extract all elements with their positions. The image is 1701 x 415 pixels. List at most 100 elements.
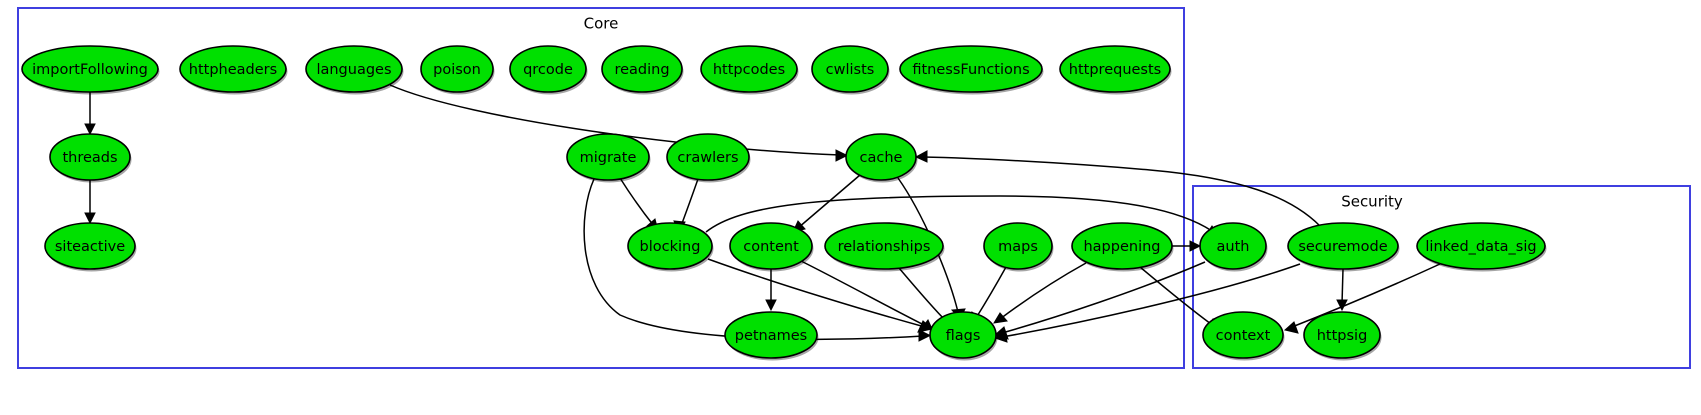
node-shape[interactable] — [44, 222, 136, 270]
edge-line — [389, 84, 841, 156]
edge-line — [1341, 268, 1344, 305]
edge-line — [680, 178, 699, 227]
arrowhead-icon — [919, 319, 933, 330]
edge-linked_data_sig-to-context — [1283, 263, 1441, 334]
arrowhead-icon — [84, 123, 96, 136]
node-shape[interactable] — [627, 222, 713, 270]
edge-line — [707, 258, 926, 328]
edge-line — [619, 177, 655, 227]
node-blocking[interactable]: blocking — [627, 222, 714, 272]
node-threads[interactable]: threads — [49, 133, 132, 183]
node-flags[interactable]: flags — [929, 311, 998, 361]
node-linked_data_sig[interactable]: linked_data_sig — [1416, 222, 1547, 272]
edge-securemode-to-httpsig — [1336, 268, 1348, 312]
edge-line — [800, 260, 927, 327]
edge-line — [999, 262, 1087, 320]
edge-happening-to-flags — [993, 262, 1087, 324]
node-shape[interactable] — [509, 45, 587, 93]
node-shape[interactable] — [929, 311, 997, 359]
edge-line — [797, 174, 861, 229]
node-migrate[interactable]: migrate — [566, 133, 651, 183]
nodes-layer: importFollowing httpheaders languages poiso… — [21, 45, 1547, 361]
node-shape[interactable] — [824, 222, 944, 270]
edge-importFollowing-to-threads — [84, 92, 96, 136]
node-shape[interactable] — [49, 133, 131, 181]
edge-line — [898, 267, 947, 322]
node-qrcode[interactable]: qrcode — [509, 45, 588, 95]
node-shape[interactable] — [845, 133, 917, 181]
node-shape[interactable] — [729, 222, 813, 270]
node-shape[interactable] — [21, 45, 159, 93]
edge-threads-to-siteactive — [84, 180, 96, 225]
node-httpcodes[interactable]: httpcodes — [700, 45, 799, 95]
cluster-core: Core — [17, 7, 1185, 369]
node-happening[interactable]: happening — [1071, 222, 1174, 272]
arrowhead-icon — [918, 329, 932, 342]
node-shape[interactable] — [1202, 311, 1284, 359]
node-httpheaders[interactable]: httpheaders — [179, 45, 288, 95]
node-crawlers[interactable]: crawlers — [666, 133, 751, 183]
node-context[interactable]: context — [1202, 311, 1285, 361]
node-shape[interactable] — [179, 45, 287, 93]
node-auth[interactable]: auth — [1199, 222, 1268, 272]
node-shape[interactable] — [700, 45, 798, 93]
edge-line — [583, 178, 924, 341]
node-shape[interactable] — [811, 45, 889, 93]
node-reading[interactable]: reading — [601, 45, 684, 95]
node-httpsig[interactable]: httpsig — [1303, 311, 1382, 361]
node-languages[interactable]: languages — [305, 45, 404, 95]
arrowhead-icon — [84, 212, 96, 225]
cluster-label-security: Security — [1341, 193, 1403, 211]
node-petnames[interactable]: petnames — [724, 311, 819, 361]
node-importFollowing[interactable]: importFollowing — [21, 45, 160, 95]
edge-line — [1001, 261, 1206, 334]
edge-migrate-to-blocking — [619, 177, 659, 232]
arrowhead-icon — [914, 150, 928, 163]
node-shape[interactable] — [1199, 222, 1267, 270]
cluster-label-core: Core — [584, 15, 619, 33]
edge-happening-to-context — [1139, 266, 1218, 329]
node-poison[interactable]: poison — [420, 45, 495, 95]
node-shape[interactable] — [1303, 311, 1381, 359]
edge-line — [1139, 266, 1212, 325]
node-maps[interactable]: maps — [983, 222, 1054, 272]
edge-content-to-petnames — [765, 269, 777, 312]
edge-happening-to-auth — [1172, 240, 1202, 252]
arrowhead-icon — [993, 330, 1008, 343]
node-shape[interactable] — [601, 45, 683, 93]
node-fitnessFunctions[interactable]: fitnessFunctions — [899, 45, 1044, 95]
node-shape[interactable] — [1416, 222, 1546, 270]
node-httprequests[interactable]: httprequests — [1059, 45, 1172, 95]
arrowhead-icon — [765, 299, 777, 312]
cluster-border-core — [17, 7, 1185, 369]
node-shape[interactable] — [305, 45, 403, 93]
node-shape[interactable] — [666, 133, 750, 181]
edge-line — [705, 195, 1213, 233]
node-cache[interactable]: cache — [845, 133, 918, 183]
node-shape[interactable] — [899, 45, 1043, 93]
arrowhead-icon — [835, 149, 849, 162]
node-shape[interactable] — [566, 133, 650, 181]
node-cwlists[interactable]: cwlists — [811, 45, 890, 95]
edge-line — [1291, 263, 1441, 328]
edge-languages-to-cache — [389, 84, 849, 162]
arrowhead-icon — [1283, 321, 1299, 334]
node-content[interactable]: content — [729, 222, 814, 272]
node-shape[interactable] — [1059, 45, 1171, 93]
edge-line — [922, 156, 1321, 227]
cluster-security: Security — [1192, 185, 1691, 369]
node-shape[interactable] — [420, 45, 494, 93]
node-securemode[interactable]: securemode — [1287, 222, 1400, 272]
node-siteactive[interactable]: siteactive — [44, 222, 137, 272]
edge-line — [975, 266, 1007, 319]
node-shape[interactable] — [724, 311, 818, 359]
node-shape[interactable] — [1071, 222, 1173, 270]
node-shape[interactable] — [983, 222, 1053, 270]
edge-line — [1001, 263, 1301, 338]
node-shape[interactable] — [1287, 222, 1399, 270]
node-relationships[interactable]: relationships — [824, 222, 945, 272]
edge-securemode-to-flags — [993, 263, 1301, 343]
